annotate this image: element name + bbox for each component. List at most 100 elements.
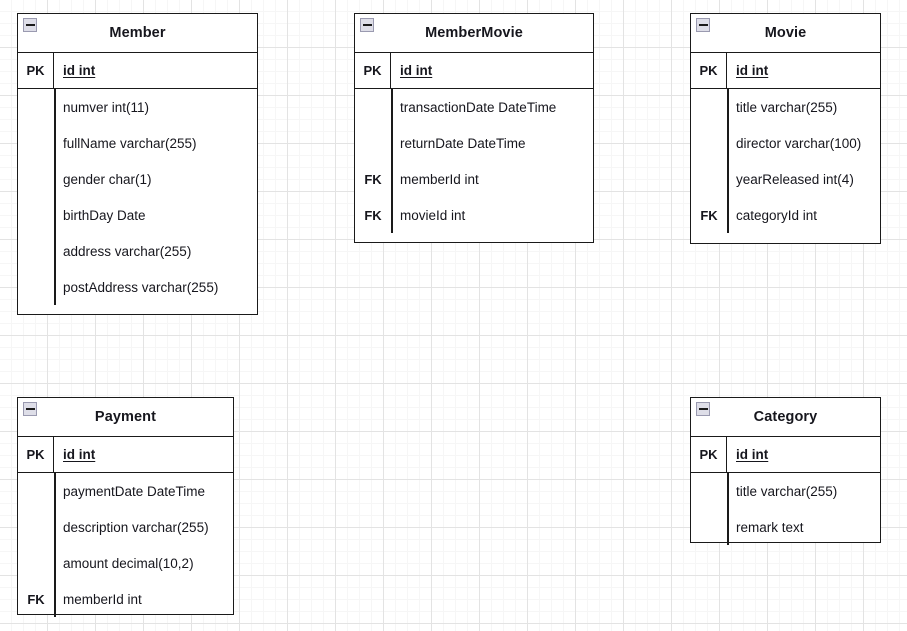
entity-title-bar-payment[interactable]: Payment bbox=[18, 398, 233, 437]
key-label bbox=[691, 509, 727, 545]
attribute-name: transactionDate DateTime bbox=[400, 99, 557, 115]
entity-name-category: Category bbox=[753, 409, 818, 425]
table-row[interactable]: title varchar(255) bbox=[691, 89, 880, 125]
minus-square-icon[interactable] bbox=[696, 402, 710, 416]
key-label bbox=[18, 161, 54, 197]
table-row[interactable]: FK memberId int bbox=[18, 581, 233, 617]
key-label bbox=[18, 197, 54, 233]
entity-body-payment: paymentDate DateTime description varchar… bbox=[18, 473, 233, 617]
table-row[interactable]: amount decimal(10,2) bbox=[18, 545, 233, 581]
key-label: FK bbox=[364, 171, 382, 187]
minus-glyph bbox=[25, 408, 35, 410]
key-label bbox=[691, 125, 727, 161]
entity-title-bar-category[interactable]: Category bbox=[691, 398, 880, 437]
table-row[interactable]: paymentDate DateTime bbox=[18, 473, 233, 509]
attribute-name: id int bbox=[400, 63, 433, 78]
key-label: FK bbox=[700, 207, 718, 223]
key-label bbox=[18, 545, 54, 581]
table-row[interactable]: FK categoryId int bbox=[691, 197, 880, 233]
entity-name-payment: Payment bbox=[94, 409, 157, 425]
attribute-name: address varchar(255) bbox=[63, 243, 192, 259]
attribute-name: gender char(1) bbox=[63, 171, 152, 187]
key-label bbox=[355, 89, 391, 125]
attribute-name: title varchar(255) bbox=[736, 483, 838, 499]
attribute-name: amount decimal(10,2) bbox=[63, 555, 194, 571]
entity-membermovie[interactable]: MemberMovie PK id int transactionDate Da… bbox=[354, 13, 594, 243]
key-label bbox=[691, 473, 727, 509]
entity-payment[interactable]: Payment PK id int paymentDate DateTime d… bbox=[17, 397, 234, 617]
table-row[interactable]: postAddress varchar(255) bbox=[18, 269, 257, 305]
table-row[interactable]: title varchar(255) bbox=[691, 473, 880, 509]
table-row[interactable]: yearReleased int(4) bbox=[691, 161, 880, 197]
entity-name-membermovie: MemberMovie bbox=[425, 25, 523, 41]
minus-square-icon[interactable] bbox=[23, 402, 37, 416]
attribute-name: movieId int bbox=[400, 207, 466, 223]
attribute-name: yearReleased int(4) bbox=[736, 171, 854, 187]
key-label: FK bbox=[364, 207, 382, 223]
table-row[interactable]: PK id int bbox=[18, 437, 233, 473]
attribute-name: remark text bbox=[736, 519, 804, 535]
attribute-name: memberId int bbox=[400, 171, 479, 187]
table-row[interactable]: numver int(11) bbox=[18, 89, 257, 125]
table-row[interactable]: PK id int bbox=[691, 53, 880, 89]
table-row[interactable]: transactionDate DateTime bbox=[355, 89, 593, 125]
table-row[interactable]: birthDay Date bbox=[18, 197, 257, 233]
key-label bbox=[18, 473, 54, 509]
table-row[interactable]: fullName varchar(255) bbox=[18, 125, 257, 161]
minus-glyph bbox=[25, 24, 35, 26]
key-label: FK bbox=[27, 591, 45, 607]
table-row[interactable]: FK movieId int bbox=[355, 197, 593, 233]
column-divider bbox=[727, 89, 729, 233]
entity-title-bar-membermovie[interactable]: MemberMovie bbox=[355, 14, 593, 53]
entity-title-bar-movie[interactable]: Movie bbox=[691, 14, 880, 53]
table-row[interactable]: PK id int bbox=[18, 53, 257, 89]
key-label bbox=[18, 233, 54, 269]
attribute-name: description varchar(255) bbox=[63, 519, 209, 535]
attribute-name: paymentDate DateTime bbox=[63, 483, 206, 499]
minus-square-icon[interactable] bbox=[23, 18, 37, 32]
minus-glyph bbox=[698, 24, 708, 26]
key-label bbox=[691, 161, 727, 197]
key-label: PK bbox=[18, 437, 54, 472]
attribute-name: fullName varchar(255) bbox=[63, 135, 197, 151]
attribute-name: birthDay Date bbox=[63, 207, 146, 223]
key-label: PK bbox=[18, 53, 54, 88]
attribute-name: id int bbox=[736, 447, 769, 462]
minus-square-icon[interactable] bbox=[696, 18, 710, 32]
table-row[interactable]: PK id int bbox=[691, 437, 880, 473]
entity-movie[interactable]: Movie PK id int title varchar(255) direc… bbox=[690, 13, 881, 244]
minus-glyph bbox=[698, 408, 708, 410]
table-row[interactable]: address varchar(255) bbox=[18, 233, 257, 269]
key-label bbox=[18, 269, 54, 305]
entity-name-movie: Movie bbox=[764, 25, 807, 41]
table-row[interactable]: FK memberId int bbox=[355, 161, 593, 197]
table-row[interactable]: PK id int bbox=[355, 53, 593, 89]
table-row[interactable]: remark text bbox=[691, 509, 880, 545]
entity-body-movie: title varchar(255) director varchar(100)… bbox=[691, 89, 880, 233]
entity-member[interactable]: Member PK id int numver int(11) fullName… bbox=[17, 13, 258, 315]
attribute-name: memberId int bbox=[63, 591, 142, 607]
entity-title-bar-member[interactable]: Member bbox=[18, 14, 257, 53]
minus-square-icon[interactable] bbox=[360, 18, 374, 32]
attribute-name: numver int(11) bbox=[63, 99, 150, 115]
attribute-name: id int bbox=[63, 63, 96, 78]
key-label bbox=[355, 125, 391, 161]
entity-body-membermovie: transactionDate DateTime returnDate Date… bbox=[355, 89, 593, 233]
table-row[interactable]: director varchar(100) bbox=[691, 125, 880, 161]
key-label: PK bbox=[355, 53, 391, 88]
attribute-name: postAddress varchar(255) bbox=[63, 279, 219, 295]
column-divider bbox=[727, 473, 729, 545]
entity-body-member: numver int(11) fullName varchar(255) gen… bbox=[18, 89, 257, 305]
attribute-name: id int bbox=[63, 447, 96, 462]
entity-name-member: Member bbox=[109, 25, 166, 41]
table-row[interactable]: description varchar(255) bbox=[18, 509, 233, 545]
table-row[interactable]: gender char(1) bbox=[18, 161, 257, 197]
attribute-name: id int bbox=[736, 63, 769, 78]
key-label bbox=[18, 89, 54, 125]
entity-category[interactable]: Category PK id int title varchar(255) re… bbox=[690, 397, 881, 545]
attribute-name: returnDate DateTime bbox=[400, 135, 526, 151]
column-divider bbox=[54, 473, 56, 617]
table-row[interactable]: returnDate DateTime bbox=[355, 125, 593, 161]
attribute-name: director varchar(100) bbox=[736, 135, 862, 151]
